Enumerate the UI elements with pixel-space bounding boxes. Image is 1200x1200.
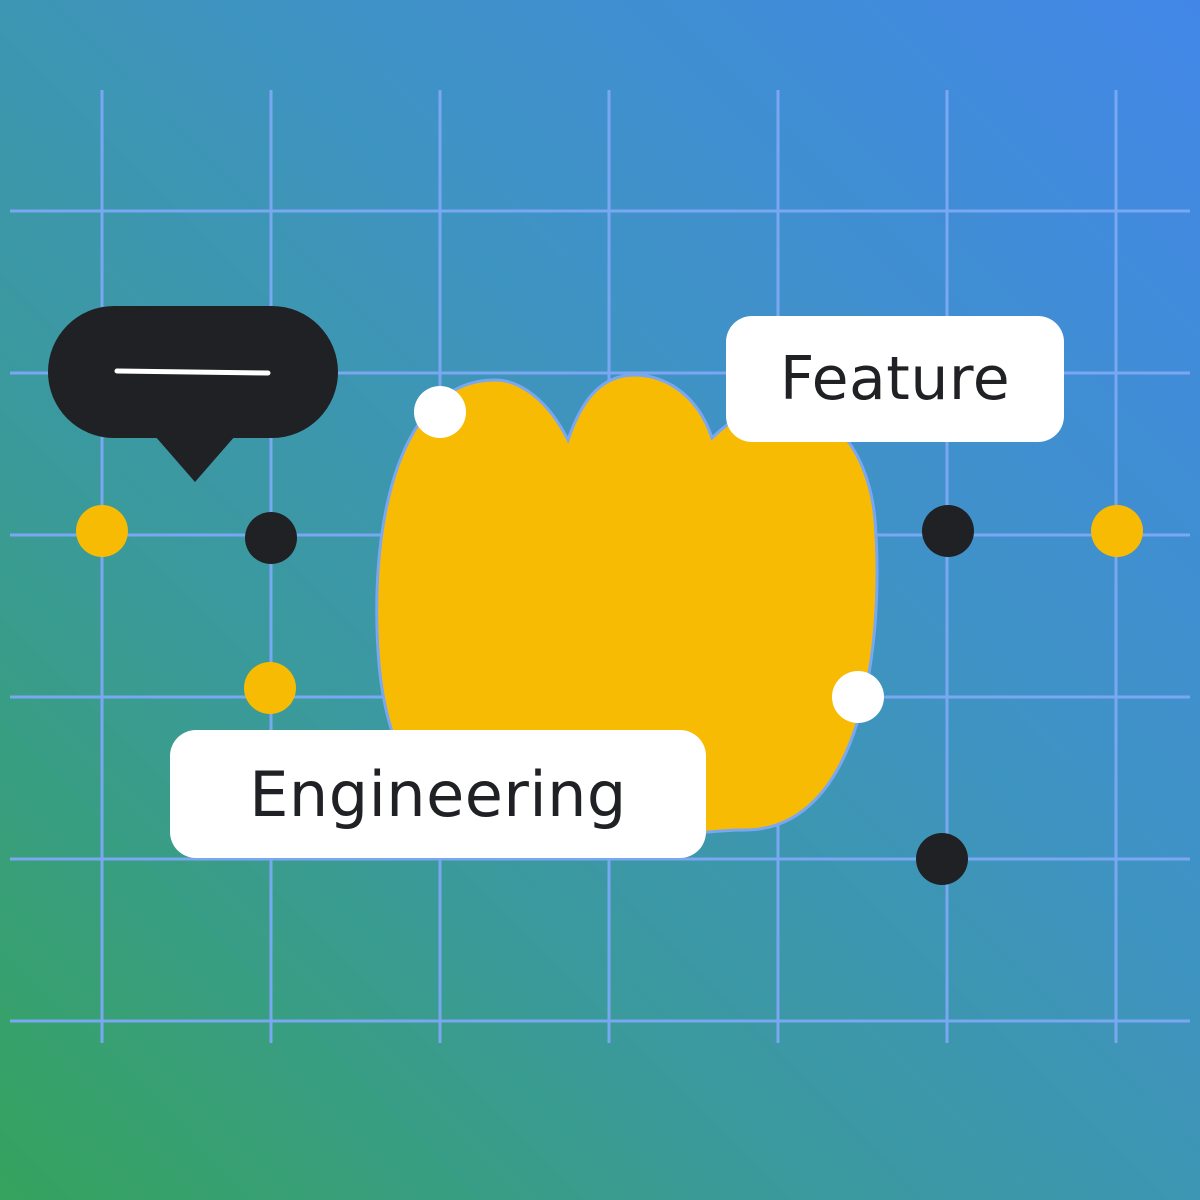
speech-bubble-icon <box>48 306 338 482</box>
dot-yellow <box>76 505 128 557</box>
feature-label: Feature <box>726 316 1064 442</box>
dot-white <box>414 386 466 438</box>
engineering-label-text: Engineering <box>249 757 627 831</box>
dot-black <box>916 833 968 885</box>
dot-black <box>922 505 974 557</box>
dot-yellow <box>1091 505 1143 557</box>
dot-yellow <box>244 662 296 714</box>
feature-label-text: Feature <box>779 344 1011 414</box>
dot-black <box>245 512 297 564</box>
engineering-label: Engineering <box>170 730 706 858</box>
dot-white <box>832 671 884 723</box>
